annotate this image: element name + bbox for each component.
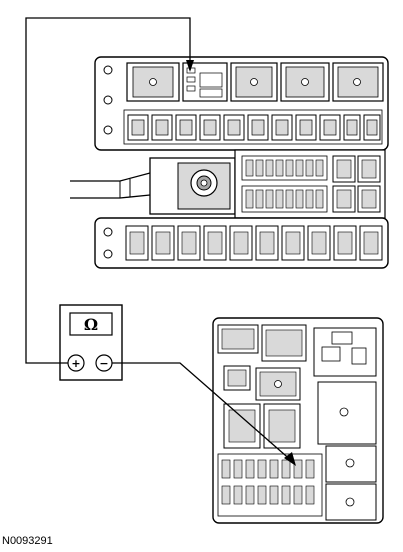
- positive-terminal-label: +: [71, 357, 80, 370]
- negative-terminal-label: −: [99, 357, 108, 370]
- ohm-symbol: Ω: [84, 315, 98, 334]
- negative-probe-arrow: [284, 452, 296, 466]
- negative-test-lead: [112, 362, 294, 463]
- positive-probe-arrow: [186, 60, 194, 72]
- battery-cable-terminal: [70, 157, 236, 215]
- lower-fuse-row: [94, 217, 389, 269]
- upper-fuse-panel: [70, 56, 389, 269]
- middle-fuse-block: [234, 149, 386, 219]
- figure-reference-id: N0093291: [2, 535, 53, 547]
- upper-relay-row: [126, 62, 384, 102]
- positive-test-lead: [25, 17, 191, 364]
- detail-fuse-box: [212, 317, 384, 524]
- ohmmeter: Ω + −: [59, 304, 123, 381]
- ohmmeter-display: [69, 312, 113, 336]
- upper-mini-fuse-row: [123, 109, 383, 145]
- test-leads: [25, 17, 296, 466]
